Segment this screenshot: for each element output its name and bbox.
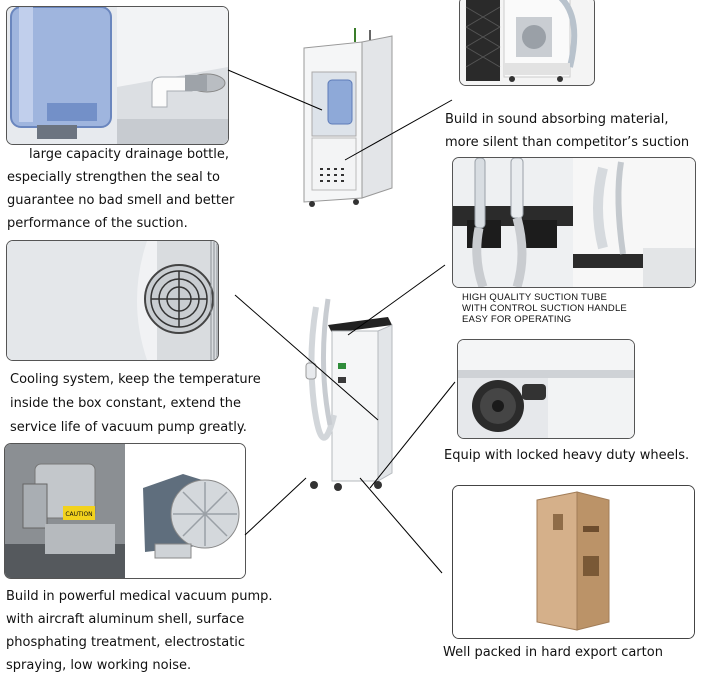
carton-caption: Well packed in hard export carton bbox=[443, 645, 663, 660]
sound-caption: Build in sound absorbing material, more … bbox=[445, 112, 690, 150]
vacuum-pump-photo: CAUTION bbox=[4, 443, 246, 579]
pump-caption: Build in powerful medical vacuum pump. w… bbox=[6, 589, 273, 673]
sound-absorbing-photo bbox=[459, 0, 595, 86]
drainage-bottle-photo bbox=[6, 6, 229, 145]
caution-label: CAUTION bbox=[65, 511, 92, 518]
tube-caption: HIGH QUALITY SUCTION TUBE WITH CONTROL S… bbox=[462, 292, 627, 325]
open-cabinet-image bbox=[300, 28, 395, 208]
wheels-photo bbox=[457, 339, 635, 439]
cooling-caption: Cooling system, keep the temperature ins… bbox=[10, 372, 261, 435]
carton-photo bbox=[452, 485, 695, 639]
drainage-caption: large capacity drainage bottle, especial… bbox=[7, 147, 235, 231]
suction-tube-photo bbox=[452, 157, 696, 288]
suction-unit-image bbox=[288, 295, 400, 500]
wheels-caption: Equip with locked heavy duty wheels. bbox=[444, 448, 690, 463]
cooling-fan-photo bbox=[6, 240, 219, 361]
